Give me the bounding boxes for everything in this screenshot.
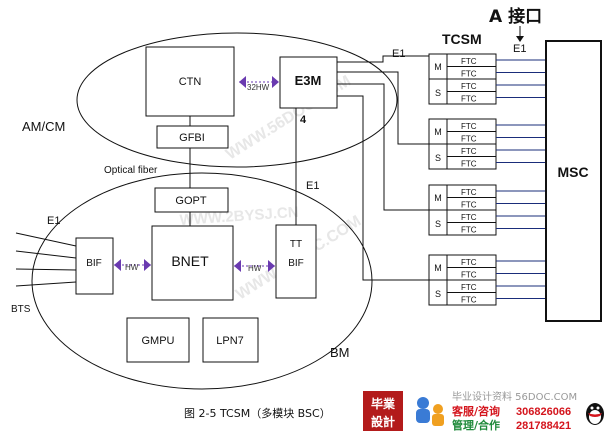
s-label: S bbox=[435, 219, 441, 229]
ftc-label: FTC bbox=[461, 122, 477, 131]
ftc-label: FTC bbox=[461, 95, 477, 104]
logo-text-bottom: 設計 bbox=[371, 414, 395, 429]
ftc-label: FTC bbox=[461, 213, 477, 222]
hw32-label: 32HW bbox=[247, 83, 270, 92]
service-label: 客服/咨询 bbox=[451, 404, 500, 418]
e1-left-line-1 bbox=[15, 232, 77, 247]
ftc-label: FTC bbox=[461, 283, 477, 292]
tcsm-group-2: M S FTC FTC FTC FTC bbox=[428, 118, 546, 170]
hw32-arrow-right bbox=[272, 76, 279, 88]
s-label: S bbox=[435, 88, 441, 98]
m-label: M bbox=[434, 193, 442, 203]
tcsm-title: TCSM bbox=[442, 31, 482, 47]
s-label: S bbox=[435, 289, 441, 299]
hw-right-label: HW bbox=[248, 264, 262, 273]
gmpu-box bbox=[126, 317, 190, 363]
hw-left-arrow-right bbox=[144, 259, 151, 271]
e3m-box bbox=[279, 56, 338, 109]
am-cm-label: AM/CM bbox=[22, 119, 65, 134]
bm-ellipse bbox=[31, 172, 373, 390]
logo-text-top: 毕業 bbox=[371, 396, 396, 411]
ftc-label: FTC bbox=[461, 57, 477, 66]
ttbif-label-bottom: BIF bbox=[288, 258, 304, 269]
four-label: 4 bbox=[300, 114, 307, 126]
a-interface-arrow-head bbox=[516, 36, 524, 42]
e3m-label: E3M bbox=[295, 73, 322, 88]
e1-msc-label: E1 bbox=[513, 43, 526, 55]
site-logo-badge bbox=[363, 391, 403, 431]
s-label: S bbox=[435, 153, 441, 163]
ftc-label: FTC bbox=[461, 135, 477, 144]
wire-tcsm-4 bbox=[337, 95, 429, 281]
gopt-box bbox=[154, 187, 229, 213]
ftc-label: FTC bbox=[461, 82, 477, 91]
tcsm-group-3: M S FTC FTC FTC FTC bbox=[428, 184, 546, 236]
optical-fiber-label: Optical fiber bbox=[104, 165, 158, 176]
ftc-label: FTC bbox=[461, 160, 477, 169]
e1-e3m-label: E1 bbox=[306, 180, 319, 192]
manage-number: 281788421 bbox=[516, 420, 571, 432]
hw-left-label: HW bbox=[125, 263, 139, 272]
am-cm-ellipse bbox=[76, 32, 398, 168]
ctn-box bbox=[145, 46, 235, 117]
people-icon bbox=[416, 397, 444, 426]
msc-label: MSC bbox=[557, 164, 588, 180]
ftc-label: FTC bbox=[461, 70, 477, 79]
bnet-box bbox=[151, 225, 234, 301]
lpn7-label: LPN7 bbox=[216, 335, 244, 347]
qq-penguin-icon bbox=[586, 403, 604, 425]
bts-label: BTS bbox=[11, 304, 31, 315]
bnet-label: BNET bbox=[171, 253, 209, 269]
hw-right-arrow-left bbox=[234, 260, 241, 272]
wire-tcsm-1 bbox=[337, 55, 429, 63]
lpn7-box bbox=[202, 317, 259, 363]
service-number: 306826066 bbox=[516, 406, 571, 418]
a-interface-label: A 接口 bbox=[489, 6, 542, 27]
bif-box bbox=[75, 237, 114, 295]
e1-left-line-3 bbox=[15, 268, 77, 271]
m-label: M bbox=[434, 263, 442, 273]
site-name: 毕业设计资料 56DOC.COM bbox=[452, 390, 577, 403]
ttbif-box bbox=[275, 224, 317, 299]
msc-box bbox=[545, 40, 602, 322]
ftc-label: FTC bbox=[461, 201, 477, 210]
gfbi-box bbox=[156, 125, 229, 149]
ftc-label: FTC bbox=[461, 271, 477, 280]
ftc-label: FTC bbox=[461, 147, 477, 156]
tcsm-group-4: M S FTC FTC FTC FTC bbox=[428, 254, 546, 306]
ttbif-label-top: TT bbox=[290, 239, 302, 250]
e1-left-label: E1 bbox=[47, 215, 60, 227]
hw32-arrow-left bbox=[239, 76, 246, 88]
bm-label: BM bbox=[330, 345, 350, 360]
ftc-label: FTC bbox=[461, 188, 477, 197]
hw-right-arrow-right bbox=[268, 260, 275, 272]
m-label: M bbox=[434, 62, 442, 72]
figure-caption: 图 2-5 TCSM（多模块 BSC） bbox=[184, 406, 331, 420]
wire-tcsm-2 bbox=[337, 71, 429, 145]
ftc-label: FTC bbox=[461, 258, 477, 267]
wire-tcsm-3 bbox=[337, 83, 429, 211]
gopt-label: GOPT bbox=[175, 195, 206, 207]
ftc-label: FTC bbox=[461, 226, 477, 235]
e1-top-label: E1 bbox=[392, 48, 405, 60]
hw-left-arrow-left bbox=[114, 259, 121, 271]
ftc-label: FTC bbox=[461, 296, 477, 305]
manage-label: 管理/合作 bbox=[452, 418, 500, 432]
ctn-label: CTN bbox=[179, 76, 202, 88]
m-label: M bbox=[434, 127, 442, 137]
e1-left-line-2 bbox=[15, 250, 77, 259]
e1-left-line-4 bbox=[15, 281, 77, 287]
gfbi-label: GFBI bbox=[179, 132, 205, 144]
gmpu-label: GMPU bbox=[142, 335, 175, 347]
tcsm-group-1: M S FTC FTC FTC FTC bbox=[428, 53, 546, 105]
bif-label: BIF bbox=[86, 258, 102, 269]
